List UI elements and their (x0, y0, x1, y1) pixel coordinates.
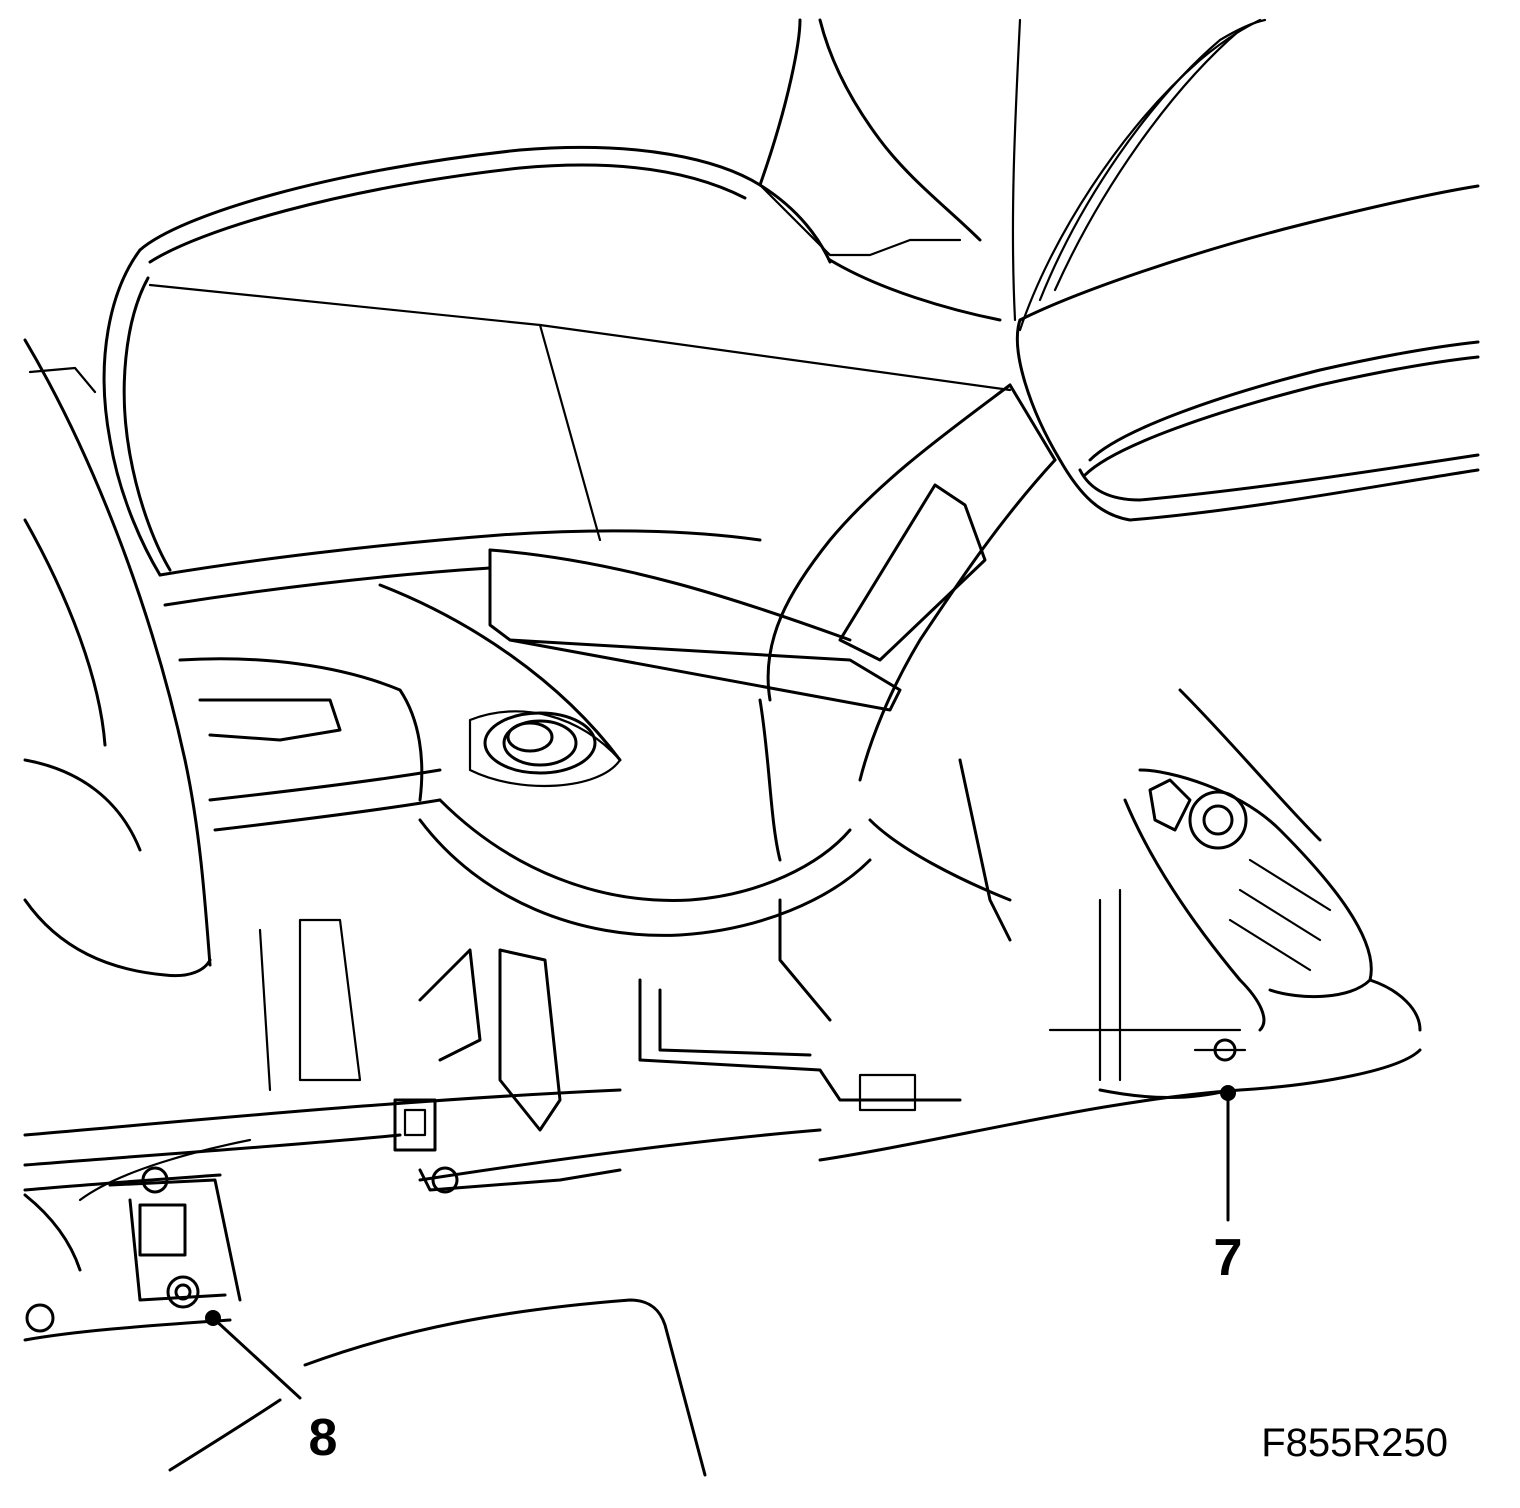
lower-shroud-arc (418, 698, 872, 937)
column-housing (758, 18, 1022, 322)
steering-column-shroud (102, 145, 1012, 577)
callout-7-label: 7 (1214, 1229, 1243, 1287)
steering-wheel-rim (23, 338, 212, 978)
column-lever (766, 258, 1057, 782)
callout-8-label: 8 (309, 1409, 338, 1467)
center-mount-assembly (258, 758, 1012, 1132)
figure-id: F855R250 (1261, 1421, 1448, 1465)
right-bracket (1048, 688, 1373, 1082)
right-stalk (1015, 18, 1480, 522)
left-lower-bracket (23, 1138, 252, 1342)
lower-dash-rail (23, 978, 1422, 1194)
lower-left-lever (158, 529, 902, 832)
callout-8-leader (205, 1310, 302, 1400)
callout-7-leader (1220, 1085, 1236, 1222)
lower-panel (168, 1298, 707, 1477)
